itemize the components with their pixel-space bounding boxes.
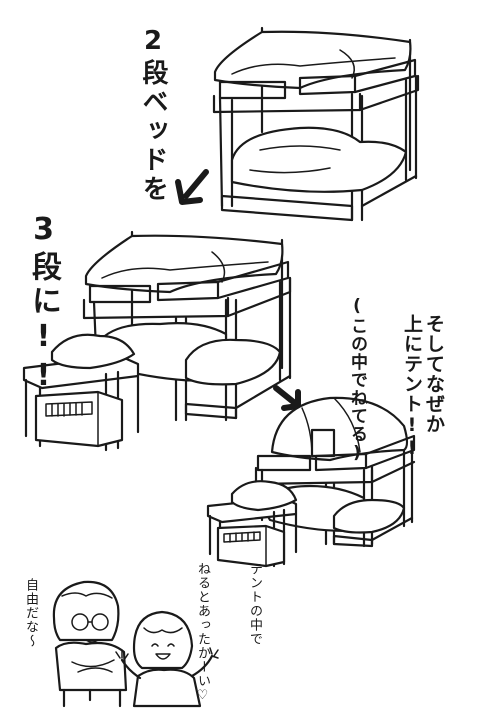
speech-child-line-2: ねるとあったかーい♡ — [195, 562, 210, 704]
bunk-bed-two-tier — [212, 26, 420, 222]
child-character — [115, 610, 219, 708]
caption-tent-line-2: 上にテント!! — [401, 314, 423, 460]
caption-tent-line-1: そしてなぜか — [423, 314, 445, 434]
caption-two-tier-bed: 2段ベッドを — [138, 26, 168, 204]
bunk-bed-three-tier — [22, 230, 292, 452]
arrow-down-left-icon — [175, 169, 209, 205]
adult-character — [52, 580, 128, 708]
caption-sleeping-inside: (この中でねてる) — [347, 296, 367, 464]
speech-child-line-1: テントの中で — [247, 562, 262, 646]
arrow-down-right-icon — [273, 385, 301, 411]
bunk-bed-with-tent — [206, 396, 416, 568]
caption-three-tier: 3段に!! — [26, 212, 61, 397]
speech-adult: 自由だな〜 — [23, 578, 38, 648]
